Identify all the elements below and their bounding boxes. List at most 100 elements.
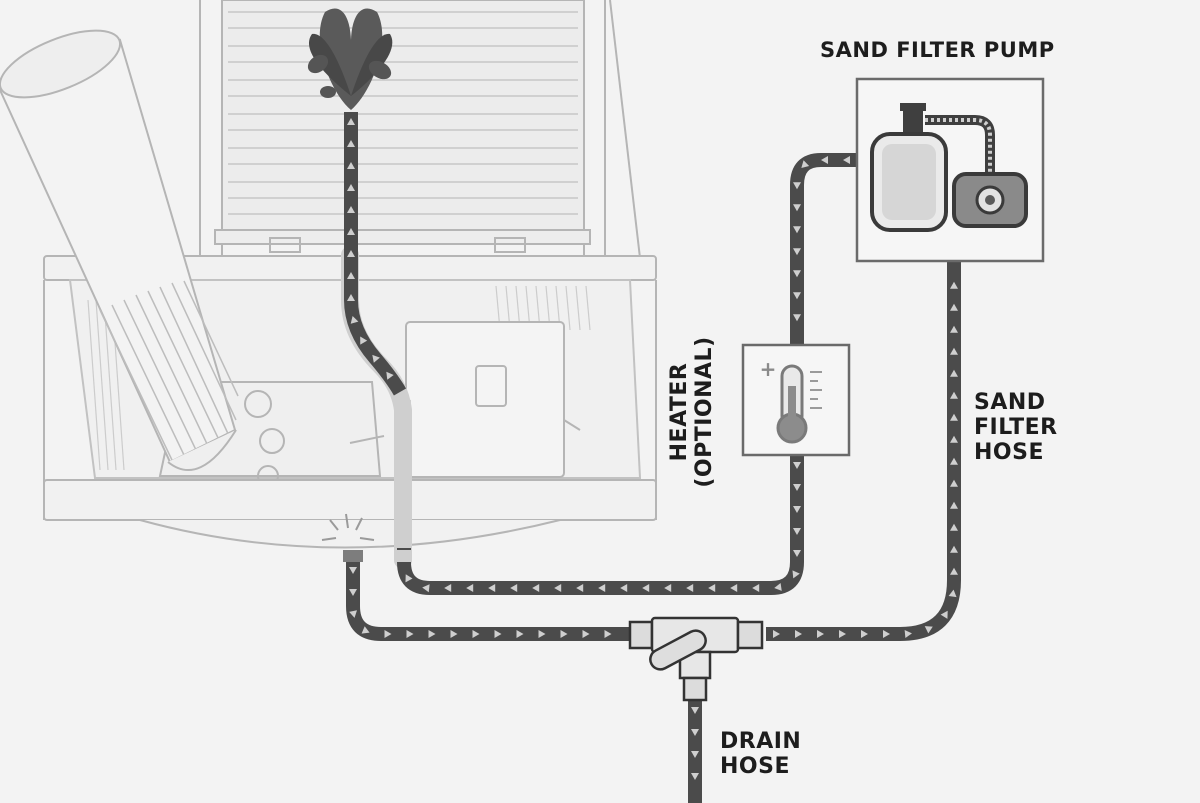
flow-arrow — [793, 528, 801, 535]
flow-arrow — [620, 584, 628, 592]
flow-arrow — [349, 589, 357, 596]
sand-filter-pump-label-text: SAND FILTER PUMP — [820, 38, 1055, 62]
flow-arrow — [940, 610, 948, 619]
sand-filter-hose-label: SAND FILTER HOSE — [974, 390, 1058, 465]
flow-arrow — [686, 584, 694, 592]
flow-arrow — [405, 574, 413, 583]
flow-arrow — [883, 630, 890, 638]
flow-arrow — [516, 630, 524, 638]
flow-arrow — [350, 315, 359, 324]
flow-arrow — [422, 584, 430, 593]
flow-arrow — [792, 570, 800, 579]
flow-arrow — [793, 226, 801, 234]
flow-arrow — [950, 325, 958, 333]
flow-arrow — [793, 506, 801, 513]
flow-arrow — [950, 567, 958, 575]
flow-arrow — [576, 584, 584, 592]
flow-arrow — [793, 484, 801, 491]
flow-arrows — [347, 118, 958, 780]
drain-outlet-icon — [321, 513, 412, 562]
hot-tub-outline — [0, 0, 657, 569]
flow-arrow — [349, 610, 357, 618]
flow-arrow — [817, 630, 824, 638]
sand-filter-pump-icon — [870, 103, 1028, 232]
flow-arrow — [950, 413, 958, 421]
flow-arrow — [839, 630, 846, 638]
flow-arrow — [347, 184, 355, 191]
flow-arrow — [950, 281, 958, 289]
flow-arrow — [532, 584, 540, 592]
heater-label: HEATER (OPTIONAL) — [667, 312, 717, 512]
flow-arrow — [466, 584, 474, 592]
flow-arrow — [950, 303, 958, 311]
flow-arrow — [793, 248, 801, 256]
sand-filter-hose-label-line2: FILTER — [974, 415, 1058, 440]
flow-arrow — [708, 584, 716, 592]
flow-arrow — [347, 118, 355, 125]
flow-arrow — [494, 630, 502, 638]
flow-arrow — [406, 630, 414, 638]
flow-arrow — [950, 523, 958, 531]
flow-arrow — [801, 160, 810, 168]
heater-label-line1: HEATER — [667, 362, 692, 462]
flow-arrow — [843, 156, 850, 164]
flow-arrow — [821, 156, 828, 164]
flow-arrow — [774, 583, 782, 591]
flow-arrow — [691, 729, 699, 736]
flow-arrow — [793, 204, 801, 212]
flow-arrow — [347, 294, 355, 301]
sand-filter-pump-unit — [855, 77, 1045, 263]
sand-filter-hose-label-line1: SAND — [974, 390, 1046, 415]
flow-arrow — [691, 751, 699, 758]
flow-arrow — [950, 369, 958, 377]
flow-arrow — [360, 336, 368, 345]
flow-arrow — [950, 435, 958, 443]
flow-arrow — [347, 272, 355, 279]
flow-arrow — [450, 630, 458, 638]
flow-arrow — [372, 354, 380, 363]
flow-arrow — [904, 630, 912, 638]
flow-arrow — [347, 228, 355, 235]
flow-arrow — [384, 630, 392, 638]
drain-hose-label: DRAIN HOSE — [720, 729, 801, 779]
flow-arrow — [793, 550, 801, 557]
flow-arrow — [793, 182, 801, 190]
flow-arrow — [793, 314, 801, 322]
heater-unit: + — [741, 343, 851, 457]
flow-arrow — [444, 584, 452, 592]
flow-arrow — [730, 584, 738, 592]
flow-arrow — [349, 567, 357, 574]
flow-arrow — [793, 292, 801, 300]
heater-plus-symbol: + — [760, 357, 777, 381]
flow-arrow — [950, 545, 958, 553]
flow-arrow — [773, 630, 780, 638]
flow-arrow — [428, 630, 436, 638]
flow-arrow — [472, 630, 480, 638]
flow-arrow — [488, 584, 496, 592]
flow-arrow — [554, 584, 562, 592]
heater-label-line2: (OPTIONAL) — [692, 336, 717, 488]
sand-filter-hose-label-line3: HOSE — [974, 440, 1044, 465]
flow-arrow — [691, 707, 699, 714]
flow-arrow — [560, 630, 568, 638]
flow-arrow — [347, 140, 355, 147]
flow-arrow — [924, 626, 933, 634]
flow-arrow — [950, 501, 958, 509]
flow-arrow — [752, 584, 760, 592]
flow-arrow — [948, 589, 957, 598]
flow-arrow — [664, 584, 672, 592]
flow-arrow — [793, 270, 801, 278]
sand-filter-pump-label: SAND FILTER PUMP — [820, 38, 1055, 63]
flow-arrow — [950, 347, 958, 355]
flow-arrow — [861, 630, 868, 638]
flow-arrow — [598, 584, 606, 592]
flow-arrow — [361, 626, 370, 634]
flow-arrow — [793, 462, 801, 469]
flow-arrow — [582, 630, 590, 638]
flow-arrow — [642, 584, 650, 592]
flow-arrow — [795, 630, 802, 638]
flow-arrow — [691, 773, 699, 780]
flow-arrow — [950, 479, 958, 487]
